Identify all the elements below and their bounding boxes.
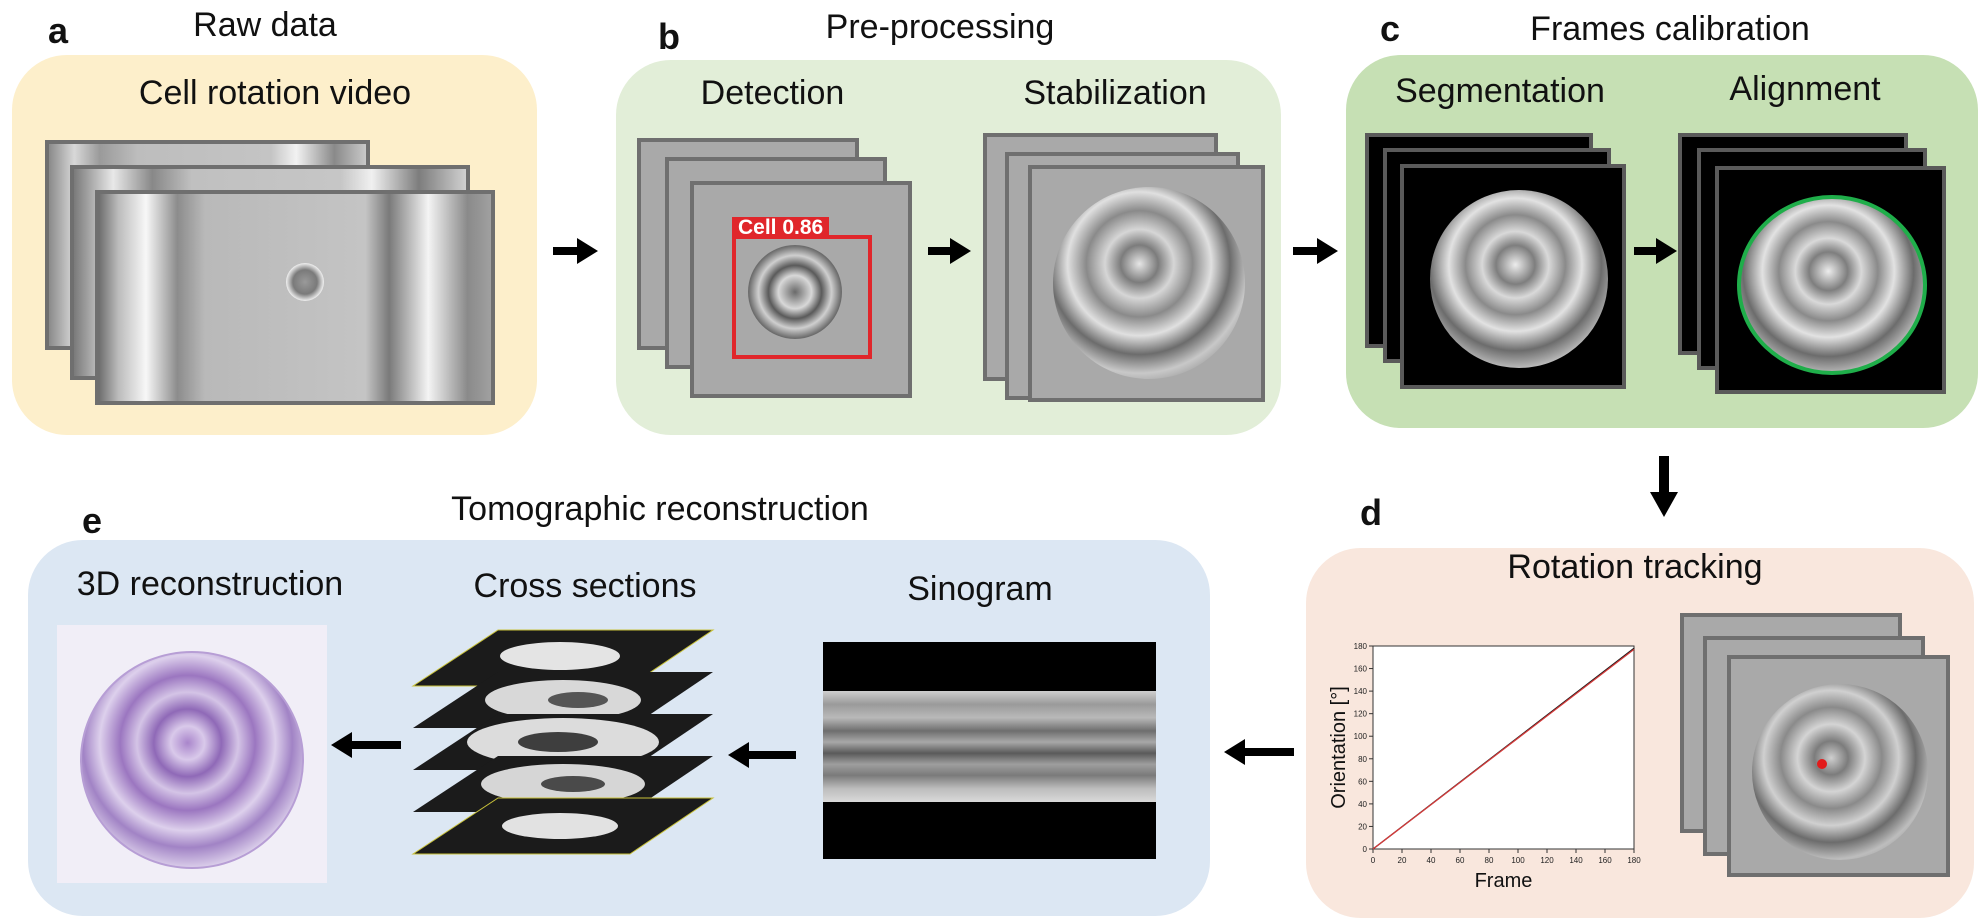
y-tick-label: 80 <box>1358 755 1367 764</box>
x-tick-label: 160 <box>1598 856 1612 865</box>
cell-image <box>1752 684 1928 860</box>
detection-frame-front: Cell 0.86 <box>690 181 912 398</box>
cross-section-slice <box>411 797 715 855</box>
cell-image <box>1430 190 1608 368</box>
y-tick-label: 20 <box>1358 822 1367 831</box>
x-tick-label: 180 <box>1627 856 1641 865</box>
x-tick-label: 20 <box>1398 856 1407 865</box>
series-line <box>1372 648 1635 850</box>
cross-sections-image <box>411 629 715 855</box>
y-tick-label: 40 <box>1358 800 1367 809</box>
arrow-right-icon <box>1634 238 1677 264</box>
stabilization-label: Stabilization <box>1023 74 1207 112</box>
cell-image <box>1053 187 1245 379</box>
sinogram-image <box>823 642 1156 859</box>
alignment-frame-front <box>1715 166 1946 394</box>
orientation-plot: 0 20 40 60 80 100 120 140 160 180 0 20 40 60 80 100 120 1… <box>1328 642 1641 890</box>
x-tick-label: 60 <box>1456 856 1465 865</box>
tracking-marker-icon <box>1817 759 1827 769</box>
segmentation-frame-front <box>1400 164 1626 389</box>
stabilization-frame-front <box>1028 165 1265 402</box>
y-tick-label: 180 <box>1354 642 1368 651</box>
panel-e-title: Tomographic reconstruction <box>451 490 869 528</box>
cell-image <box>1737 195 1927 375</box>
sinogram-label: Sinogram <box>907 570 1053 608</box>
panel-letter-e: e <box>82 500 103 541</box>
panel-a-title: Raw data <box>193 6 337 44</box>
y-tick-label: 60 <box>1358 777 1367 786</box>
alignment-label: Alignment <box>1729 70 1881 108</box>
cell-image <box>286 263 324 301</box>
x-tick-label: 80 <box>1485 856 1494 865</box>
video-frame-front <box>95 190 495 405</box>
segmentation-label: Segmentation <box>1395 72 1605 110</box>
panel-letter-d: d <box>1360 492 1382 533</box>
x-axis-label: Frame <box>1475 870 1533 890</box>
sinogram-band <box>823 691 1156 802</box>
x-tick-label: 140 <box>1569 856 1583 865</box>
y-tick-label: 140 <box>1354 687 1368 696</box>
arrow-down-icon <box>1650 456 1678 517</box>
arrow-right-icon <box>928 238 971 264</box>
y-tick-label: 0 <box>1363 845 1368 854</box>
panel-letter-c: c <box>1380 8 1401 49</box>
cross-sections-label: Cross sections <box>473 567 697 605</box>
panel-letter-b: b <box>658 16 680 57</box>
arrow-right-icon <box>553 238 598 264</box>
tracking-frame-front <box>1727 655 1950 877</box>
cell-image <box>80 651 304 869</box>
reconstruction-3d-label: 3D reconstruction <box>76 565 344 603</box>
arrow-left-icon <box>728 742 796 768</box>
detection-label: Detection <box>700 74 845 112</box>
x-tick-label: 0 <box>1371 856 1376 865</box>
detection-label-tag: Cell 0.86 <box>732 217 830 239</box>
y-axis-label: Orientation [°] <box>1328 686 1350 809</box>
x-tick-label: 40 <box>1427 856 1436 865</box>
reconstruction-3d-image <box>57 625 327 883</box>
cell-image <box>748 245 842 339</box>
arrow-left-icon <box>331 732 401 758</box>
arrow-right-icon <box>1293 238 1338 264</box>
x-tick-label: 100 <box>1511 856 1525 865</box>
panel-c-title: Frames calibration <box>1530 10 1810 48</box>
arrow-left-icon <box>1224 739 1294 765</box>
panel-b-title: Pre-processing <box>825 8 1055 46</box>
panel-letter-a: a <box>48 10 69 51</box>
panel-d-title: Rotation tracking <box>1507 548 1763 586</box>
panel-a-subtitle: Cell rotation video <box>138 74 412 112</box>
y-tick-label: 120 <box>1354 710 1368 719</box>
x-tick-label: 120 <box>1540 856 1554 865</box>
y-tick-label: 160 <box>1354 665 1368 674</box>
detection-bounding-box <box>732 235 872 359</box>
y-tick-label: 100 <box>1354 732 1368 741</box>
